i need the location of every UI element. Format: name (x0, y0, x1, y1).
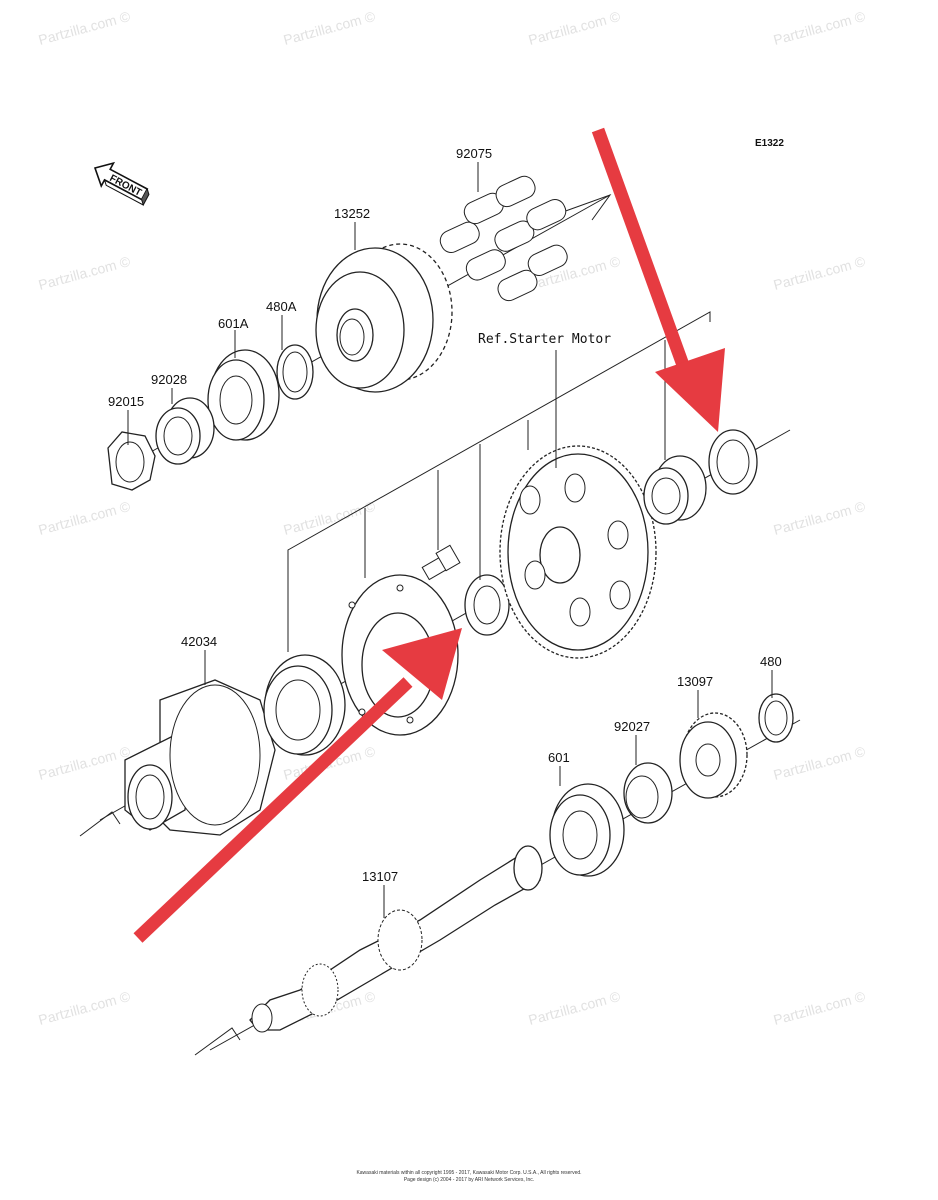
watermark: Partzilla.com © (772, 8, 868, 48)
label-13252[interactable]: 13252 (334, 206, 370, 221)
red-arrow-upper (591, 127, 725, 432)
label-ref-starter-motor: Ref.Starter Motor (478, 332, 611, 347)
label-92028[interactable]: 92028 (151, 372, 187, 387)
red-arrow-lower (133, 628, 462, 943)
watermark: Partzilla.com © (527, 988, 623, 1028)
label-92015[interactable]: 92015 (108, 394, 144, 409)
label-92075[interactable]: 92075 (456, 146, 492, 161)
label-13107[interactable]: 13107 (362, 869, 398, 884)
watermark: Partzilla.com © (37, 743, 133, 783)
part-601A-bearing[interactable] (207, 349, 280, 441)
watermark: Partzilla.com © (37, 498, 133, 538)
part-92015-nut[interactable] (107, 431, 156, 491)
leader-lines (127, 162, 773, 918)
label-601A[interactable]: 601A (218, 316, 249, 331)
part-480A-snap-ring[interactable] (276, 344, 314, 400)
footer: Kawasaki materials within all copyright … (356, 1170, 581, 1183)
part-92027-collar[interactable] (623, 762, 673, 824)
part-13107-shaft[interactable] (249, 845, 543, 1033)
watermark: Partzilla.com © (37, 988, 133, 1028)
reference-bracket (287, 311, 711, 652)
part-42034-housing[interactable] (124, 679, 276, 836)
footer-copyright: Kawasaki materials within all copyright … (356, 1170, 581, 1176)
label-480A[interactable]: 480A (266, 299, 297, 314)
front-arrow-icon: FRONT (93, 161, 150, 207)
watermark: Partzilla.com © (282, 8, 378, 48)
part-starter-gear[interactable] (499, 445, 657, 659)
part-washer-right[interactable] (708, 429, 758, 495)
watermark: Partzilla.com © (282, 498, 378, 538)
watermark: Partzilla.com © (37, 8, 133, 48)
watermark: Partzilla.com © (772, 988, 868, 1028)
watermark: Partzilla.com © (772, 253, 868, 293)
part-one-way-clutch[interactable] (263, 654, 346, 756)
watermark: Partzilla.com © (772, 498, 868, 538)
part-92028-collar[interactable] (155, 397, 215, 465)
part-bolt[interactable] (421, 544, 461, 581)
part-480-snap-ring[interactable] (758, 693, 794, 743)
part-washer[interactable] (464, 574, 510, 636)
watermarks: Partzilla.com © Partzilla.com © Partzill… (37, 8, 868, 1028)
watermark: Partzilla.com © (527, 8, 623, 48)
label-42034[interactable]: 42034 (181, 634, 217, 649)
part-needle-bearing[interactable] (643, 455, 707, 525)
footer-design: Page design (c) 2004 - 2017 by ARI Netwo… (404, 1177, 534, 1183)
watermark: Partzilla.com © (37, 253, 133, 293)
label-601[interactable]: 601 (548, 750, 570, 765)
label-480[interactable]: 480 (760, 654, 782, 669)
diagram-code: E1322 (755, 138, 784, 149)
part-labels: 92075 13252 480A 601A 92028 92015 Ref.St… (108, 146, 782, 884)
watermark: Partzilla.com © (772, 743, 868, 783)
part-13097-gear[interactable] (679, 712, 748, 799)
part-601-bearing[interactable] (549, 783, 625, 877)
part-92075-rollers[interactable] (437, 173, 571, 304)
label-13097[interactable]: 13097 (677, 674, 713, 689)
part-13252-gear[interactable] (315, 243, 453, 393)
label-92027[interactable]: 92027 (614, 719, 650, 734)
